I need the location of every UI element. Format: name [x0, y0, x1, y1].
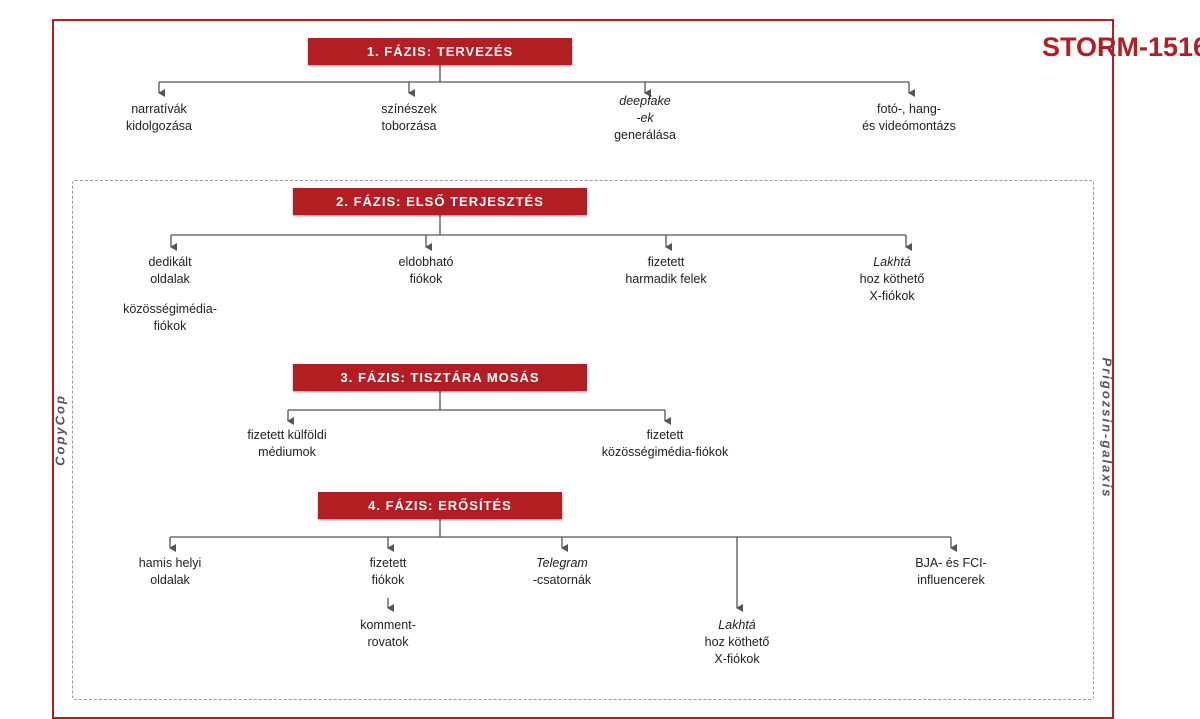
- phase-1-item-actors: színészek toborzása: [381, 101, 437, 135]
- item-line: X-fiókok: [714, 652, 760, 666]
- connector-lines: [158, 65, 957, 612]
- phase-3-item-paid-social-accounts: fizetett közösségimédia-fiókok: [602, 427, 728, 461]
- phase-1-item-montage: fotó-, hang- és videómontázs: [862, 101, 956, 135]
- item-line: színészek: [381, 102, 437, 116]
- influence-operation-diagram: STORM-1516 CopyCop Prigozsin-galaxis: [52, 19, 1200, 719]
- item-line: és videómontázs: [862, 119, 956, 133]
- phase-2-connectors: [170, 215, 912, 251]
- item-line: generálása: [614, 128, 676, 142]
- item-line: közösségimédia-fiókok: [601, 445, 729, 459]
- item-line: X-fiókok: [869, 289, 915, 303]
- phase-4-item-telegram-channels: Telegram -csatornák: [533, 555, 591, 589]
- phase-1-item-deepfakes: deepfake -ek generálása: [614, 93, 676, 144]
- item-line: fiókok: [371, 573, 405, 587]
- item-line: Lakhtá: [718, 618, 756, 632]
- phase-2-item-disposable-accounts: eldobható fiókok: [399, 254, 454, 288]
- item-line: hoz köthető: [859, 272, 925, 286]
- phase-4-item-lakhta-x-accounts: Lakhtá hoz köthető X-fiókok: [705, 617, 770, 668]
- item-line: narratívák: [131, 102, 187, 116]
- item-line: hamis helyi: [138, 556, 202, 570]
- item-line: fizetett külföldi: [247, 428, 327, 442]
- phase-2-item-dedicated-pages: dedikált oldalak: [148, 254, 191, 288]
- phase-3-box: 3. FÁZIS: TISZTÁRA MOSÁS: [293, 364, 587, 391]
- item-line: -csatornák: [532, 573, 592, 587]
- item-line: eldobható: [398, 255, 454, 269]
- item-line: fotó-, hang-: [877, 102, 941, 116]
- item-line: fiókok: [409, 272, 443, 286]
- item-line: harmadik felek: [625, 272, 707, 286]
- item-line: Lakhtá: [873, 255, 911, 269]
- phase-4-item-paid-accounts: fizetett fiókok: [370, 555, 407, 589]
- diagram-title: STORM-1516: [1042, 32, 1200, 62]
- item-line: -ek: [636, 111, 654, 125]
- item-line: deepfake: [619, 94, 671, 108]
- item-line: médiumok: [258, 445, 316, 459]
- item-line: fizetett: [647, 255, 685, 269]
- item-line: fizetett: [646, 428, 684, 442]
- item-line: Telegram: [536, 556, 588, 570]
- phase-1-item-narratives: narratívák kidolgozása: [126, 101, 192, 135]
- phase-1-connectors: [158, 65, 915, 97]
- phase-3-item-foreign-media: fizetett külföldi médiumok: [247, 427, 326, 461]
- item-line: toborzása: [381, 119, 437, 133]
- phase-1-box: 1. FÁZIS: TERVEZÉS: [308, 38, 572, 65]
- item-line: fizetett: [369, 556, 407, 570]
- phase-2-item-lakhta-x-accounts: Lakhtá hoz köthető X-fiókok: [860, 254, 925, 305]
- item-line: BJA- és FCI-: [915, 556, 987, 570]
- item-line: kidolgozása: [125, 119, 193, 133]
- item-line: rovatok: [367, 635, 409, 649]
- item-line: hoz köthető: [704, 635, 770, 649]
- phase-4-connectors: [169, 519, 957, 612]
- phase-4-item-fake-local-pages: hamis helyi oldalak: [139, 555, 202, 589]
- phase-4-box: 4. FÁZIS: ERŐSÍTÉS: [318, 492, 562, 519]
- item-line: influencerek: [917, 573, 985, 587]
- item-line: oldalak: [150, 272, 190, 286]
- item-line: fiókok: [153, 319, 187, 333]
- item-line: közösségimédia-: [123, 302, 217, 316]
- phase-2-item-social-accounts: közösségimédia- fiókok: [123, 301, 217, 335]
- phase-3-connectors: [287, 391, 671, 425]
- phase-2-box: 2. FÁZIS: ELSŐ TERJESZTÉS: [293, 188, 587, 215]
- item-line: komment-: [360, 618, 416, 632]
- phase-4-item-comment-sections: komment- rovatok: [360, 617, 416, 651]
- item-line: oldalak: [150, 573, 190, 587]
- phase-2-item-paid-third-parties: fizetett harmadik felek: [625, 254, 706, 288]
- item-line: dedikált: [148, 255, 192, 269]
- phase-4-item-influencers: BJA- és FCI- influencerek: [915, 555, 987, 589]
